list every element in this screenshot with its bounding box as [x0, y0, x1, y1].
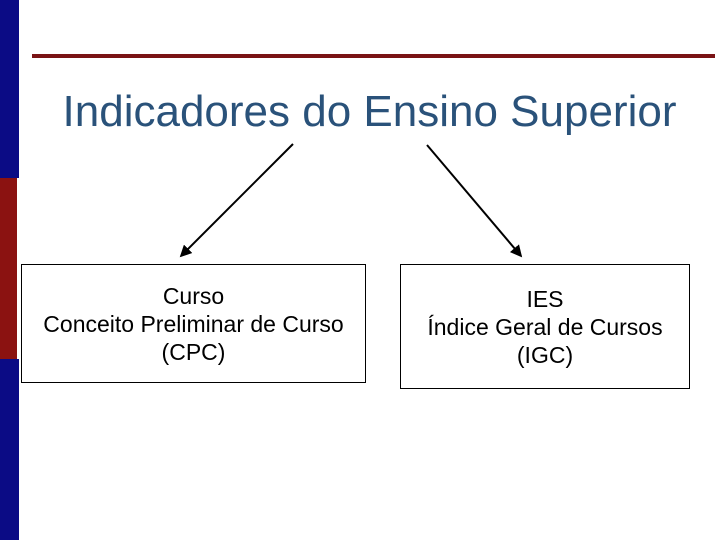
slide-title: Indicadores do Ensino Superior	[62, 87, 677, 136]
left-accent-bar-blue-bottom	[0, 359, 19, 540]
igc-box-line-3: (IGC)	[516, 341, 574, 368]
left-accent-bar-blue-top	[0, 0, 19, 178]
cpc-box: Curso Conceito Preliminar de Curso (CPC)	[21, 264, 366, 383]
igc-box: IES Índice Geral de Cursos (IGC)	[400, 264, 690, 389]
cpc-box-line-3: (CPC)	[161, 338, 226, 365]
title-underline-rule	[32, 54, 715, 58]
igc-box-line-1: IES	[526, 285, 564, 312]
arrow-to-igc-box	[426, 144, 523, 258]
cpc-box-line-2: Conceito Preliminar de Curso	[43, 310, 344, 337]
arrow-to-cpc-box	[179, 143, 294, 258]
left-accent-bar-red-middle	[0, 178, 17, 359]
cpc-box-line-1: Curso	[162, 282, 225, 309]
igc-box-line-2: Índice Geral de Cursos	[427, 313, 663, 340]
